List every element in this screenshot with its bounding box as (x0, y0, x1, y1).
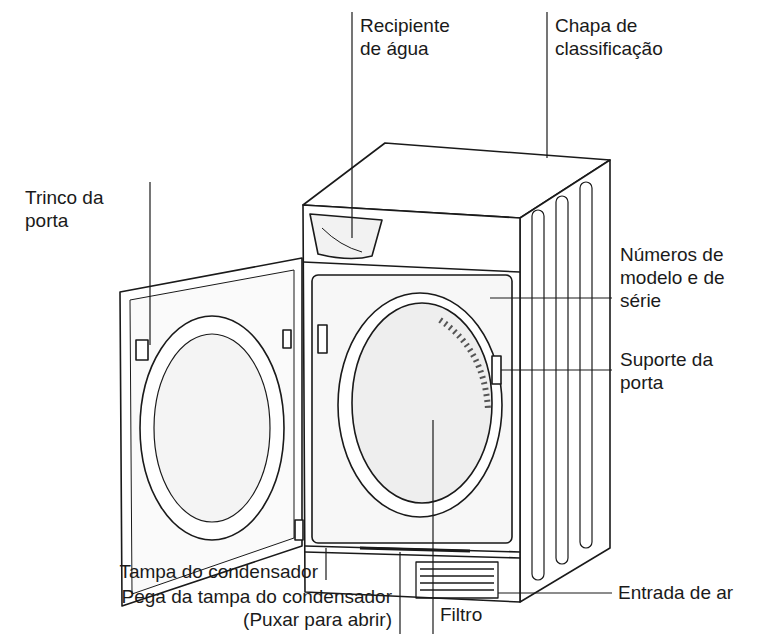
part-label: Filtro (440, 603, 560, 626)
door-support (318, 325, 327, 353)
door-glass (140, 316, 284, 540)
door-latch (136, 340, 148, 360)
part-label: Recipiente de água (360, 14, 465, 60)
part-label: Chapa de classificação (555, 14, 690, 60)
part-label: Trinco da porta (25, 186, 143, 232)
part-label: Entrada de ar (618, 581, 768, 604)
door-support (492, 356, 501, 384)
open-door (120, 258, 302, 606)
leader-lines (150, 12, 612, 634)
front-panel (303, 205, 520, 602)
drum (352, 303, 492, 503)
filter-ring (338, 293, 502, 517)
water-container (310, 214, 382, 259)
door-opening (312, 275, 512, 543)
part-label: Tampa do condensador (20, 560, 318, 583)
part-label: Pega da tampa do condensador (Puxar para… (62, 585, 392, 631)
side-panel (520, 160, 610, 602)
part-label: Suporte da porta (620, 348, 760, 394)
part-label: Números de modelo e de série (620, 243, 760, 312)
